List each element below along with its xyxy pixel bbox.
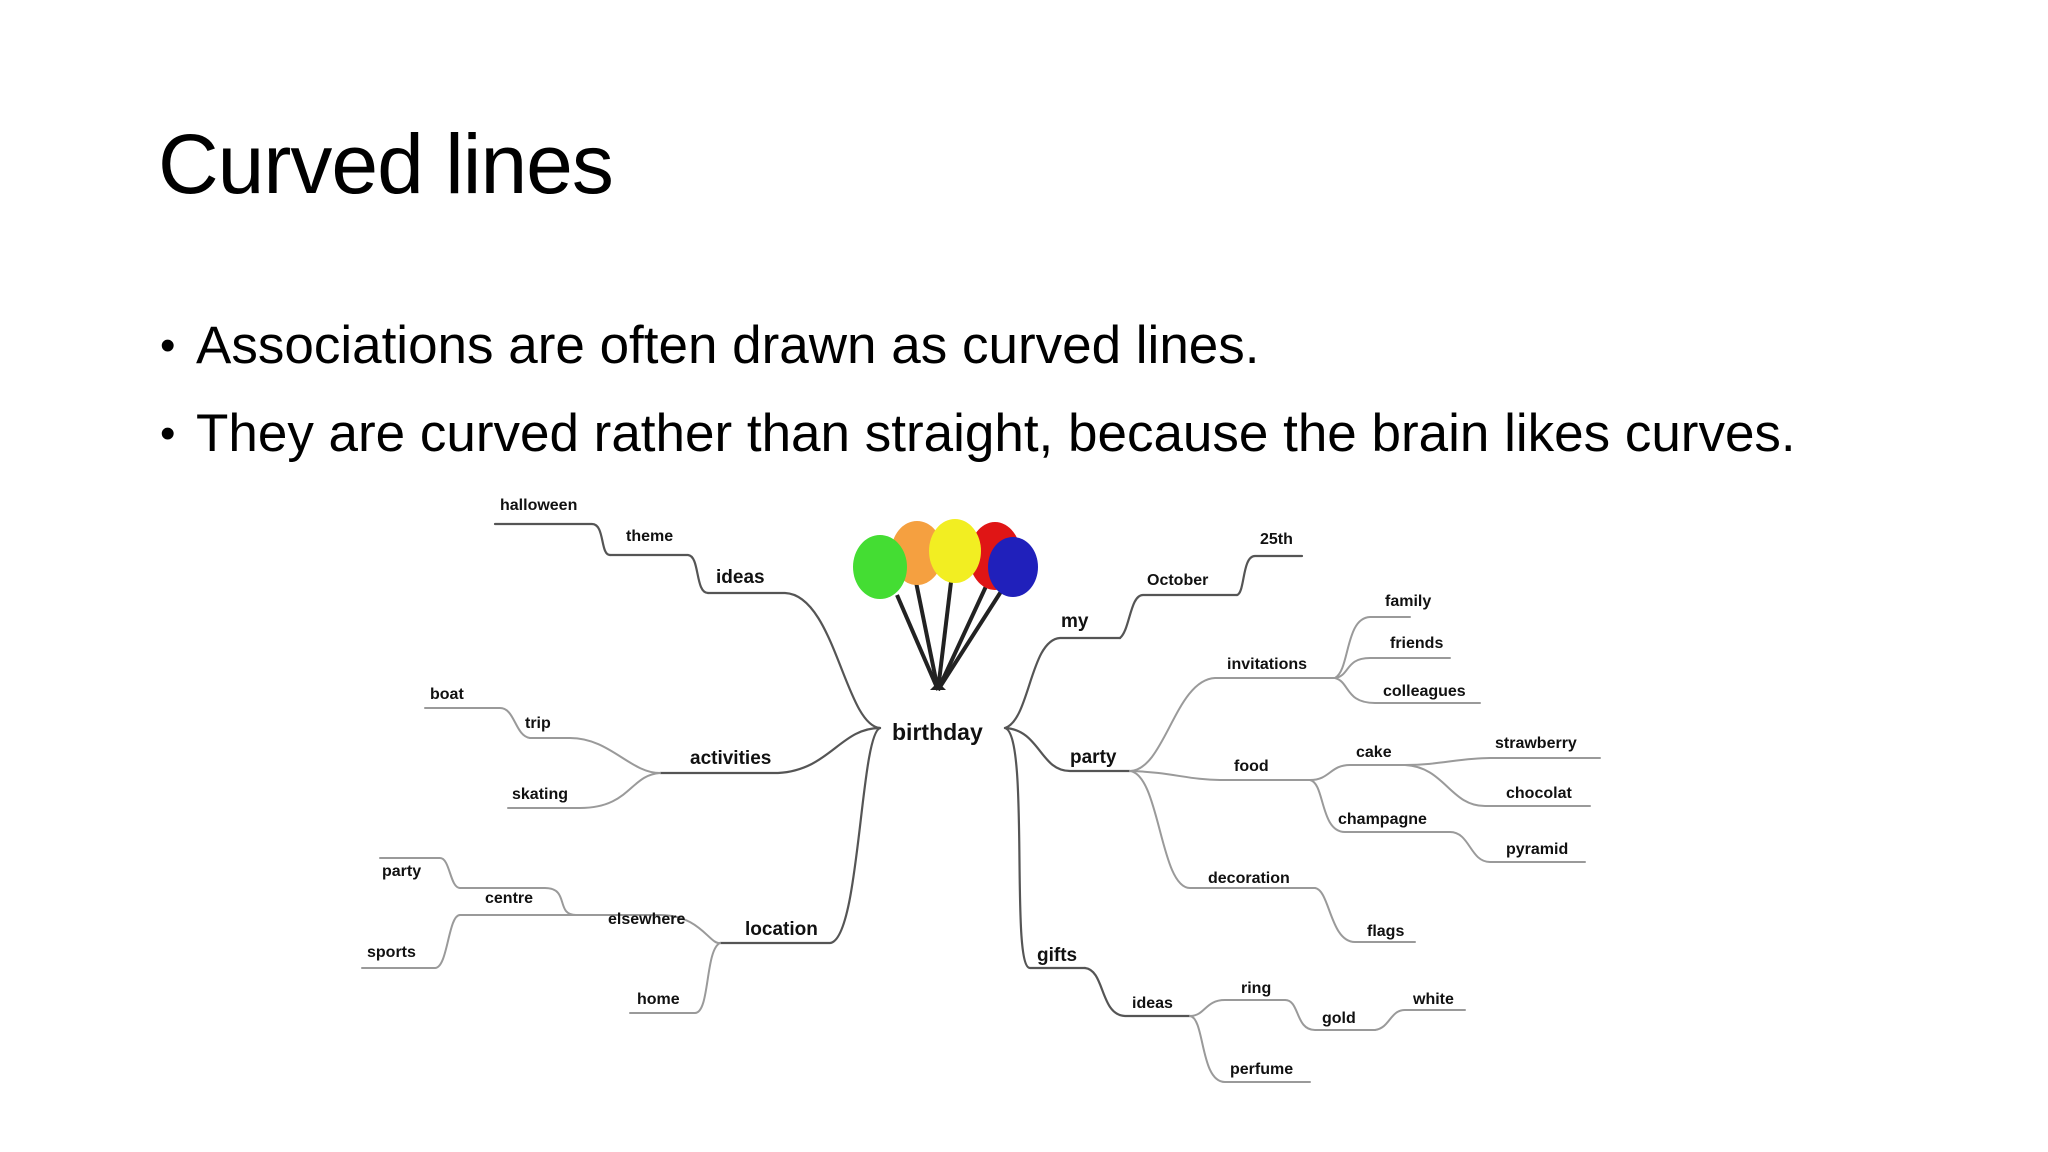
balloon-blue bbox=[988, 537, 1038, 597]
node-colleagues: colleagues bbox=[1383, 683, 1466, 700]
node-food: food bbox=[1234, 758, 1269, 775]
node-friends: friends bbox=[1390, 635, 1443, 652]
node-birthday: birthday bbox=[892, 719, 983, 745]
node-boat: boat bbox=[430, 686, 464, 703]
node-champagne: champagne bbox=[1338, 811, 1427, 828]
balloon-yellow bbox=[929, 519, 981, 583]
node-gifts: gifts bbox=[1037, 945, 1077, 966]
node-invitations: invitations bbox=[1227, 656, 1307, 673]
node-home: home bbox=[637, 991, 680, 1008]
node-flags: flags bbox=[1367, 923, 1404, 940]
node-ideas-left: ideas bbox=[716, 567, 765, 588]
balloons-icon bbox=[853, 519, 1038, 690]
node-pyramid: pyramid bbox=[1506, 841, 1568, 858]
node-chocolat: chocolat bbox=[1506, 785, 1572, 802]
node-sports: sports bbox=[367, 944, 416, 961]
node-activities: activities bbox=[690, 748, 771, 769]
node-strawberry: strawberry bbox=[1495, 735, 1577, 752]
node-labels: birthday halloween theme ideas boat trip… bbox=[367, 497, 1577, 1078]
node-gold: gold bbox=[1322, 1010, 1356, 1027]
node-ideas-right: ideas bbox=[1132, 995, 1173, 1012]
node-white: white bbox=[1412, 991, 1454, 1008]
node-october: October bbox=[1147, 572, 1208, 589]
node-family: family bbox=[1385, 593, 1431, 610]
balloon-strings bbox=[897, 582, 1002, 690]
node-halloween: halloween bbox=[500, 497, 577, 514]
balloon-green bbox=[853, 535, 907, 599]
node-centre: centre bbox=[485, 890, 533, 907]
node-party-left: party bbox=[382, 863, 421, 880]
node-my: my bbox=[1061, 611, 1089, 632]
node-elsewhere: elsewhere bbox=[608, 911, 685, 928]
node-skating: skating bbox=[512, 786, 568, 803]
node-theme: theme bbox=[626, 528, 673, 545]
node-location: location bbox=[745, 919, 818, 940]
node-party: party bbox=[1070, 747, 1117, 768]
node-25th: 25th bbox=[1260, 531, 1293, 548]
node-perfume: perfume bbox=[1230, 1061, 1293, 1078]
node-decoration: decoration bbox=[1208, 870, 1290, 887]
node-cake: cake bbox=[1356, 744, 1392, 761]
node-ring: ring bbox=[1241, 980, 1271, 997]
node-trip: trip bbox=[525, 715, 551, 732]
